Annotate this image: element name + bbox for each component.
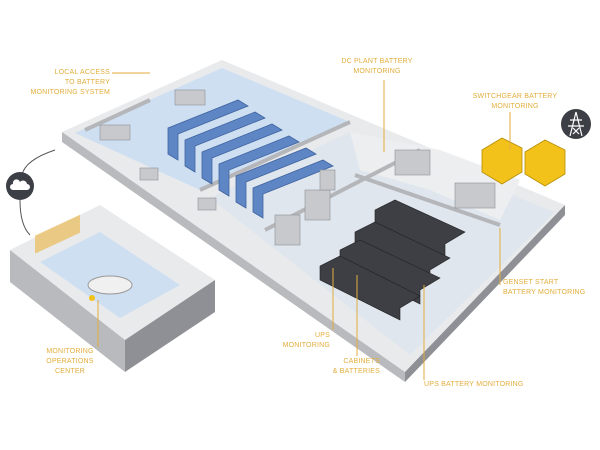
label-line: SWITCHGEAR BATTERY <box>472 93 558 100</box>
ups-cabinets <box>319 199 466 321</box>
label-dc-plant: DC PLANT BATTERY MONITORING <box>322 57 432 77</box>
label-line: LOCAL ACCESS <box>54 69 110 76</box>
label-line: GENSET START <box>503 279 559 286</box>
label-ups-monitoring: UPS MONITORING <box>260 331 330 351</box>
server-racks <box>167 99 334 219</box>
label-switchgear: SWITCHGEAR BATTERY MONITORING <box>460 92 570 112</box>
label-line: CENTER <box>55 368 85 375</box>
cloud-icon <box>6 172 34 200</box>
label-line: TO BATTERY <box>64 79 110 86</box>
label-line: UPS BATTERY MONITORING <box>424 381 524 388</box>
label-line: DC PLANT BATTERY <box>341 58 413 65</box>
label-line: MONITORING <box>282 342 330 349</box>
operations-center <box>10 205 215 372</box>
interior-wall <box>84 98 151 132</box>
building-front-wall <box>62 132 405 382</box>
leader-lines <box>97 72 511 380</box>
label-operations-center: MONITORING OPERATIONS CENTER <box>35 347 105 377</box>
label-line: MONITORING SYSTEM <box>30 89 110 96</box>
label-line: MONITORING <box>353 68 401 75</box>
label-line: MONITORING <box>491 103 539 110</box>
label-line: UPS <box>315 332 330 339</box>
label-line: MONITORING <box>46 348 94 355</box>
label-line: OPERATIONS <box>46 358 94 365</box>
label-line: BATTERY MONITORING <box>503 289 586 296</box>
label-local-access: LOCAL ACCESS TO BATTERY MONITORING SYSTE… <box>20 68 110 98</box>
building-side-wall <box>405 205 565 382</box>
transmission-tower-icon <box>561 109 591 139</box>
label-line: & BATTERIES <box>332 368 380 375</box>
arrow-connector <box>21 149 56 176</box>
interior-wall <box>354 173 501 227</box>
label-cabinets: CABINETS & BATTERIES <box>300 357 380 377</box>
label-line: CABINETS <box>343 358 380 365</box>
generators <box>481 137 566 187</box>
label-genset: GENSET START BATTERY MONITORING <box>503 278 585 298</box>
arrow-connector <box>19 199 31 236</box>
misc-equipment <box>99 89 496 246</box>
label-ups-battery: UPS BATTERY MONITORING <box>424 380 524 390</box>
